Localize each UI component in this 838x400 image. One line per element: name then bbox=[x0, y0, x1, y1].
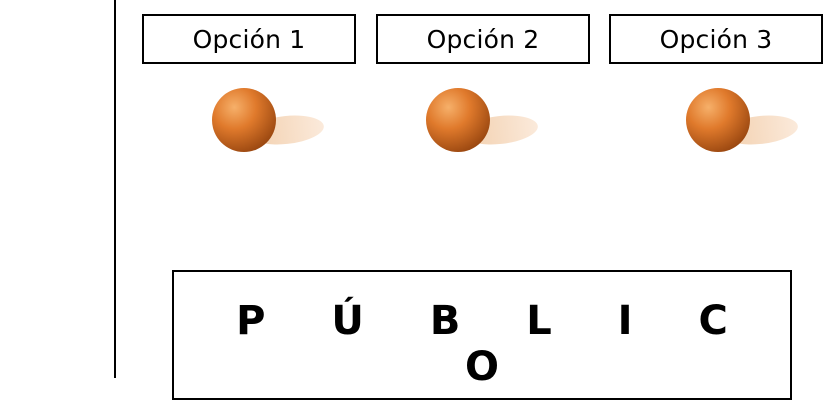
token-ball bbox=[212, 88, 276, 152]
left-frame-line bbox=[114, 0, 116, 378]
option-2-label: Opción 2 bbox=[426, 24, 540, 54]
option-1-token bbox=[212, 88, 324, 152]
option-1-box[interactable]: Opción 1 bbox=[142, 14, 356, 64]
option-3-box[interactable]: Opción 3 bbox=[609, 14, 823, 64]
option-3-token bbox=[686, 88, 798, 152]
token-ball bbox=[426, 88, 490, 152]
option-2-box[interactable]: Opción 2 bbox=[376, 14, 590, 64]
audience-box: P Ú B L I C O bbox=[172, 270, 792, 400]
option-3-label: Opción 3 bbox=[659, 24, 773, 54]
token-ball bbox=[686, 88, 750, 152]
option-2-token bbox=[426, 88, 538, 152]
audience-label: P Ú B L I C O bbox=[236, 298, 754, 390]
option-1-label: Opción 1 bbox=[192, 24, 306, 54]
